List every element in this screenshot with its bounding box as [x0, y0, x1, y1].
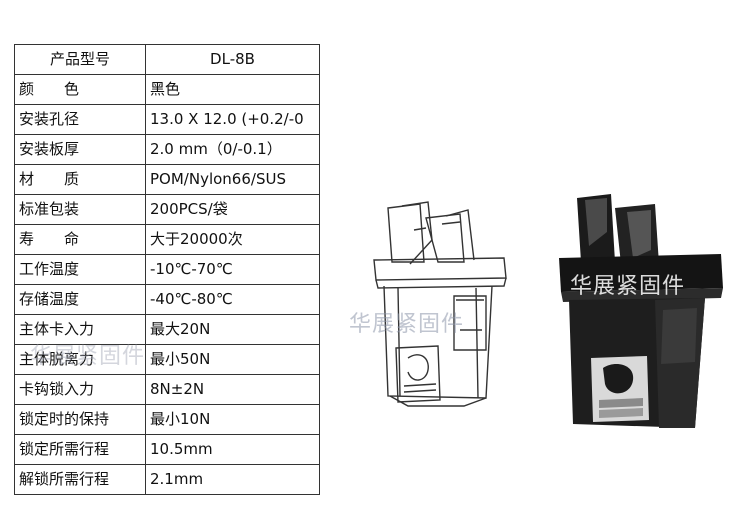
spec-value: 最小10N: [145, 404, 320, 435]
watermark: 华展紧固件: [30, 344, 146, 369]
product-black-render: [559, 194, 723, 428]
spec-label: 锁定所需行程: [14, 434, 146, 465]
spec-label: 寿 命: [14, 224, 146, 255]
spec-label: 标准包装: [14, 194, 146, 225]
spec-header-value: DL-8B: [145, 44, 320, 75]
spec-value: -10℃-70℃: [145, 254, 320, 285]
spec-row: 锁定时的保持最小10N: [14, 404, 320, 435]
spec-label: 卡钩锁入力: [14, 374, 146, 405]
spec-row: 主体卡入力最大20N: [14, 314, 320, 345]
spec-value: 13.0 X 12.0 (+0.2/-0: [145, 104, 320, 135]
spec-row: 颜 色黑色: [14, 74, 320, 105]
spec-label: 锁定时的保持: [14, 404, 146, 435]
spec-label: 解锁所需行程: [14, 464, 146, 495]
spec-value: 2.0 mm（0/-0.1）: [145, 134, 320, 165]
spec-label: 材 质: [14, 164, 146, 195]
spec-header-label: 产品型号: [14, 44, 146, 75]
spec-value: POM/Nylon66/SUS: [145, 164, 320, 195]
spec-value: 8N±2N: [145, 374, 320, 405]
watermark: 华展紧固件: [570, 274, 686, 299]
spec-value: 大于20000次: [145, 224, 320, 255]
spec-label: 颜 色: [14, 74, 146, 105]
spec-value: -40℃-80℃: [145, 284, 320, 315]
spec-row: 主体脱离力最小50N: [14, 344, 320, 375]
spec-value: 最大20N: [145, 314, 320, 345]
product-line-drawing: [373, 201, 507, 407]
spec-value: 200PCS/袋: [145, 194, 320, 225]
spec-value: 黑色: [145, 74, 320, 105]
spec-label: 工作温度: [14, 254, 146, 285]
spec-label: 存储温度: [14, 284, 146, 315]
spec-label: 安装孔径: [14, 104, 146, 135]
watermark: 华展紧固件: [349, 312, 465, 337]
spec-label: 主体卡入力: [14, 314, 146, 345]
spec-value: 2.1mm: [145, 464, 320, 495]
spec-value: 10.5mm: [145, 434, 320, 465]
spec-row: 寿 命大于20000次: [14, 224, 320, 255]
spec-row: 存储温度-40℃-80℃: [14, 284, 320, 315]
spec-label: 安装板厚: [14, 134, 146, 165]
spec-row: 工作温度-10℃-70℃: [14, 254, 320, 285]
spec-value: 最小50N: [145, 344, 320, 375]
spec-header-row: 产品型号 DL-8B: [14, 44, 320, 75]
